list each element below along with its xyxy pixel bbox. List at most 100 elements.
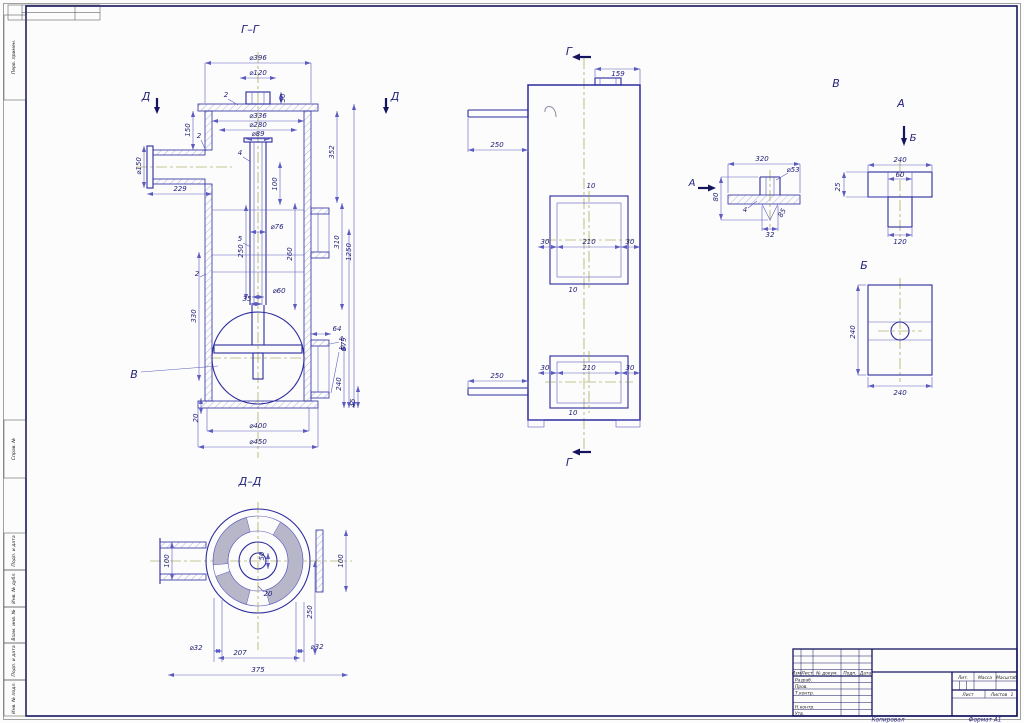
right-channel-upper bbox=[310, 207, 330, 259]
view-a-detail: А Б 240 60 25 120 bbox=[834, 97, 933, 246]
dim-label: 120 bbox=[893, 238, 907, 246]
view-title: Г–Г bbox=[241, 23, 260, 36]
dim-label: 10 bbox=[569, 286, 578, 294]
support-bracket-upper bbox=[467, 106, 557, 118]
dim-label: ⌀32 bbox=[310, 643, 324, 651]
view-title: А bbox=[896, 97, 905, 110]
margin-label: Подп. и дата bbox=[11, 535, 17, 566]
front-top-nozzle bbox=[594, 77, 622, 86]
tb-massa: Масса bbox=[978, 675, 992, 681]
tb-nkontr: Н.контр. bbox=[795, 705, 815, 711]
cut-label-d: Д bbox=[141, 90, 151, 103]
tb-razrab: Разраб. bbox=[795, 678, 812, 684]
cut-plane-g-markers: Г Г bbox=[566, 45, 591, 469]
dim-label: 2 bbox=[224, 91, 229, 99]
dim-label: 240 bbox=[893, 389, 907, 397]
detail-v-circle bbox=[211, 311, 305, 405]
tb-prov: Пров. bbox=[795, 684, 808, 690]
detail-label-v: В bbox=[130, 368, 138, 381]
dim-label: 240 bbox=[849, 325, 857, 339]
tb-podp: Подп. bbox=[843, 671, 856, 677]
dd-dimension-lines bbox=[168, 530, 349, 678]
dim-label: 579 bbox=[340, 337, 348, 351]
detail-bottom-block bbox=[887, 196, 913, 228]
margin-label: Справ. № bbox=[11, 438, 17, 461]
dim-label: 229 bbox=[173, 185, 187, 193]
b-hole bbox=[890, 321, 910, 341]
dim-label: ⌀336 bbox=[249, 112, 267, 120]
dim-label: ⌀53 bbox=[786, 166, 799, 174]
b-dimension-labels: 240 240 bbox=[849, 325, 907, 397]
dim-label: ⌀76 bbox=[270, 223, 284, 231]
shell-wall-right bbox=[303, 110, 312, 402]
dim-label: ⌀89 bbox=[251, 130, 265, 138]
cut-label-d: Д bbox=[390, 90, 400, 103]
view-title: Б bbox=[860, 259, 868, 272]
dim-label: 2 bbox=[195, 270, 200, 278]
dim-label: 32 bbox=[766, 231, 775, 239]
dim-label: 210 bbox=[582, 364, 596, 372]
vessel-outer-circle bbox=[205, 508, 311, 614]
margin-label: Перв. примен. bbox=[11, 40, 17, 75]
top-nozzle bbox=[245, 91, 271, 105]
top-left-table bbox=[7, 4, 101, 21]
bottom-distributor bbox=[211, 311, 305, 405]
dim-label: 2 bbox=[197, 132, 202, 140]
section-dd-view: Д–Д bbox=[150, 475, 352, 678]
dim-label: ⌀32 bbox=[189, 644, 203, 652]
dim-label: 30 bbox=[626, 364, 635, 372]
tb-utv: Утв. bbox=[795, 711, 804, 717]
tb-ndok: № докум. bbox=[815, 671, 838, 677]
base-plate bbox=[727, 194, 801, 205]
dim-label: 35 bbox=[243, 295, 252, 303]
dim-label: 60 bbox=[896, 171, 905, 179]
front-view: Г Г 159 250 10 30 210 30 10 250 bbox=[467, 45, 641, 469]
dim-label: ⌀120 bbox=[249, 69, 267, 77]
dim-label: 50 bbox=[258, 551, 266, 560]
dim-label: 5 bbox=[238, 235, 243, 243]
dim-label: 50 bbox=[279, 93, 287, 102]
dim-label: 210 bbox=[582, 238, 596, 246]
dim-label: 150 bbox=[184, 123, 192, 137]
support-bracket-lower bbox=[467, 387, 528, 396]
view-label-a: А bbox=[688, 178, 696, 189]
margin-label: Подп. и дата bbox=[11, 645, 17, 676]
dim-label: 250 bbox=[490, 141, 504, 149]
view-title: В bbox=[832, 77, 840, 90]
upper-flange bbox=[545, 191, 633, 289]
dim-label: 30 bbox=[626, 238, 635, 246]
lifting-hook bbox=[544, 106, 557, 118]
plan-side-nozzle bbox=[159, 538, 207, 584]
gg-dimension-lines bbox=[141, 60, 361, 450]
bottom-tab bbox=[615, 419, 641, 428]
a-dimension-lines bbox=[841, 162, 933, 238]
dim-label: 20 bbox=[264, 590, 273, 598]
dim-label: 100 bbox=[337, 554, 345, 568]
tb-tkontr: Т.контр. bbox=[795, 691, 814, 697]
tb-masshtab: Масштаб bbox=[996, 675, 1017, 681]
bottom-margin: Копировал Формат A1 bbox=[871, 718, 1001, 723]
dim-label: 320 bbox=[755, 155, 769, 163]
b-dimension-lines bbox=[855, 284, 933, 389]
gg-dimension-labels: ⌀396 ⌀120 50 2 ⌀336 ⌀280 ⌀89 150 2 ⌀150 … bbox=[135, 54, 357, 446]
format-label: Формат A1 bbox=[968, 718, 1001, 723]
margin-label: Взам. инв. № bbox=[11, 609, 17, 640]
plan-right-plate bbox=[315, 529, 324, 593]
dim-label: 20 bbox=[192, 413, 200, 422]
dim-label: 330 bbox=[190, 309, 198, 323]
shell-wall-left-upper bbox=[204, 110, 213, 151]
right-channel-lower bbox=[310, 339, 330, 399]
tb-data: Дата bbox=[859, 671, 872, 677]
dim-label: 64 bbox=[333, 325, 342, 333]
tb-list2: Лист bbox=[961, 692, 974, 698]
dim-label: ⌀60 bbox=[272, 287, 286, 295]
dim-label: ⌀280 bbox=[249, 121, 267, 129]
section-gg-view: Г–Г bbox=[130, 23, 400, 458]
b-block bbox=[867, 284, 933, 376]
a-dimension-labels: 240 60 25 120 bbox=[834, 156, 907, 246]
dim-label: 1250 bbox=[345, 243, 353, 261]
kopiroval-label: Копировал bbox=[871, 718, 904, 723]
tb-listov: Листов bbox=[990, 692, 1008, 698]
tb-lit: Лит. bbox=[957, 675, 968, 681]
